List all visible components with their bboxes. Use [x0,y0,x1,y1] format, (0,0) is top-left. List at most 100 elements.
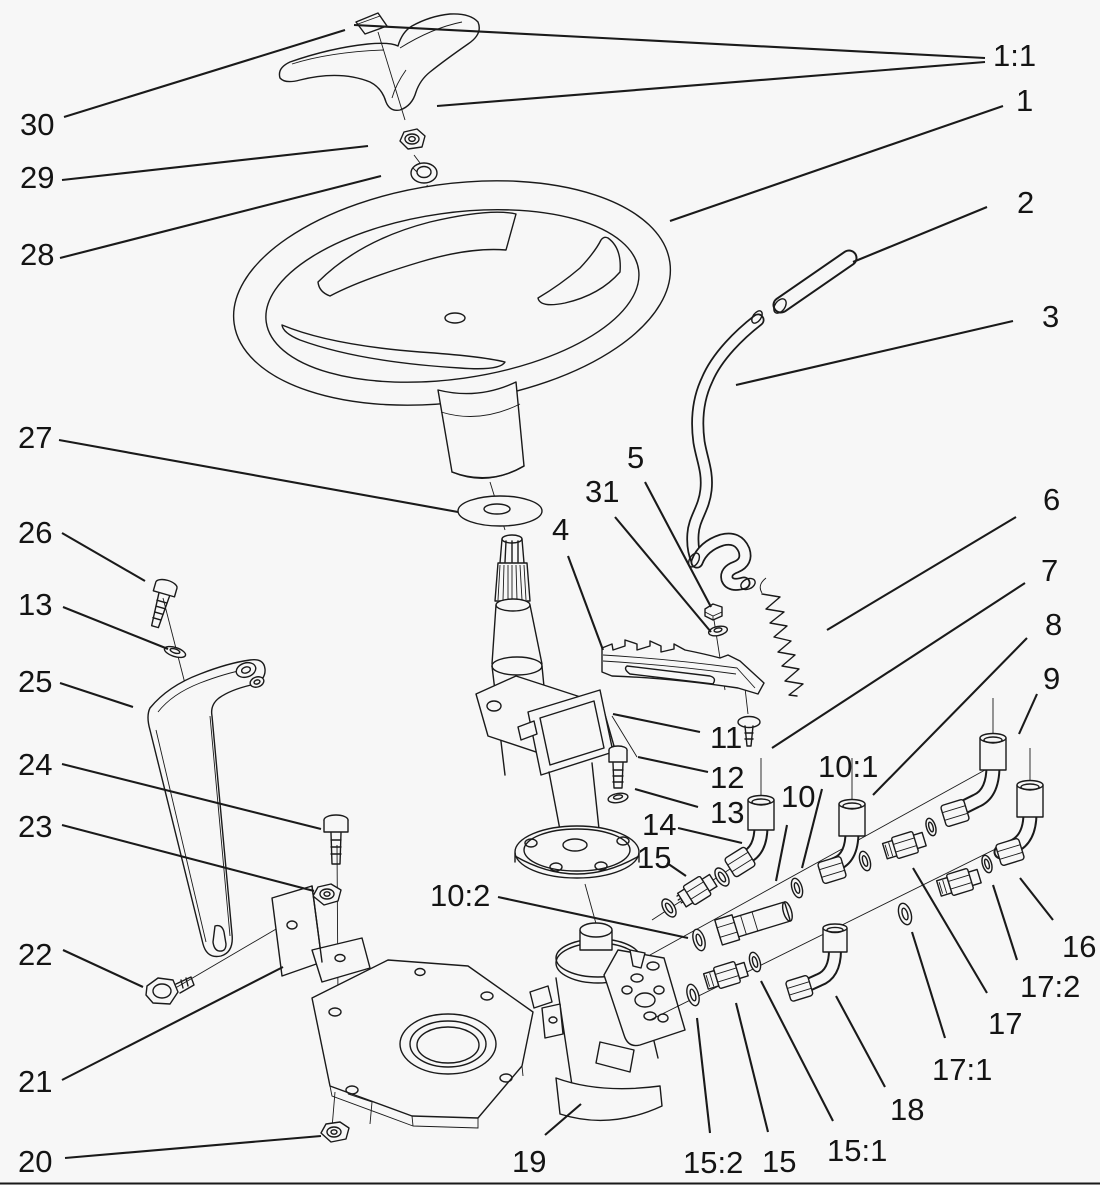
washer-17-1 [897,902,913,926]
pivot-screw-7 [737,715,761,747]
union-fitting-10 [714,901,793,946]
callout-30: 30 [20,107,54,142]
callout-17: 17 [988,1006,1022,1041]
leader-line-15-1 [760,980,834,1122]
leader-line-24 [61,762,322,831]
lever-grip [772,249,858,314]
leader-line-16 [1019,877,1054,921]
callout-10-1: 10:1 [818,749,878,784]
leader-line-4 [567,555,604,651]
hex-nipple-15b [702,961,749,990]
leader-line-18 [835,995,886,1088]
l-bracket [271,885,371,983]
leader-line-17 [912,867,988,994]
cam-plate [601,639,765,695]
leader-line-17-1 [910,931,947,1039]
callout-18: 18 [890,1092,924,1127]
washer-31 [707,625,729,637]
callout-22: 22 [18,937,52,972]
callout-10: 10 [781,779,815,814]
callout-3: 3 [1042,299,1059,334]
callout-19: 19 [512,1144,546,1179]
callout-27: 27 [18,420,52,455]
callout-14: 14 [642,807,676,842]
leader-line-17-2 [991,884,1019,961]
leader-line-8 [872,637,1028,796]
callout-6: 6 [1043,482,1060,517]
callout-28: 28 [20,237,54,272]
o-ring [925,817,937,837]
callout-9: 9 [1043,661,1060,696]
washer-13-left [163,645,187,659]
bolt-26 [150,578,178,629]
callout-13L: 13 [18,587,52,622]
o-ring [790,877,804,899]
leader-line-1 [669,105,1004,222]
callout-24: 24 [18,747,52,782]
screw-12 [608,745,628,789]
leader-line-15-2 [695,1017,712,1134]
leader-line-6 [826,516,1017,631]
callout-5: 5 [627,440,644,475]
callout-17-2: 17:2 [1020,969,1080,1004]
leader-line-11 [612,712,701,734]
leader-line-1-1 [436,60,986,108]
leader-line-19 [544,1103,582,1136]
callout-15-2: 15:2 [683,1145,743,1180]
elbow-fitting-8 [817,798,866,884]
steering-wheel-cap [278,13,480,112]
support-arm [147,659,266,958]
callout-16: 16 [1062,929,1096,964]
callout-21: 21 [18,1064,52,1099]
leader-line-9 [1018,693,1038,735]
steering-column [475,534,640,879]
callout-1: 1 [1016,83,1033,118]
callout-23: 23 [18,809,52,844]
leader-line-10 [774,824,789,882]
leader-line-12 [637,755,709,774]
spring [759,577,804,697]
leader-line-1-1 [353,23,986,60]
leader-line-30 [63,28,346,119]
callout-1-1: 1:1 [993,38,1036,73]
leader-line-2 [852,206,988,263]
steering-wheel-spokes [281,211,621,370]
washer-27 [457,495,543,527]
callout-8: 8 [1045,607,1062,642]
callout-7: 7 [1041,553,1058,588]
callout-25: 25 [18,664,52,699]
wheel-hub [437,381,525,479]
hex-nipple-17 [935,868,982,897]
o-ring-17-2 [981,854,993,874]
callout-10-2: 10:2 [430,878,490,913]
leader-line-21 [61,966,284,1081]
o-ring-15-2 [686,983,700,1007]
leader-line-14 [677,826,743,845]
bolt-24 [323,814,349,865]
leader-line-26 [61,532,146,582]
bolt-22 [145,976,195,1005]
callout-2: 2 [1017,185,1034,220]
callout-17-1: 17:1 [932,1052,992,1087]
o-ring-15-1 [748,951,762,973]
leader-line-15B [734,1002,770,1133]
steering-wheel [232,180,672,406]
o-ring [714,867,730,887]
steering-gearbox [529,922,686,1122]
leader-line-20 [64,1134,322,1160]
leader-line-10-1 [800,788,824,869]
callout-15B: 15 [762,1144,796,1179]
nut-20 [320,1121,350,1143]
hex-nipple-15a [676,873,718,908]
callout-26: 26 [18,515,52,550]
leader-line-15A [666,862,687,877]
keyed-washer [410,162,438,184]
swivel-nut-16 [995,838,1025,866]
leader-line-25 [59,682,134,708]
callout-12: 12 [710,760,744,795]
leader-line-29 [61,144,369,182]
callout-13R: 13 [710,795,744,830]
o-ring [858,850,872,872]
